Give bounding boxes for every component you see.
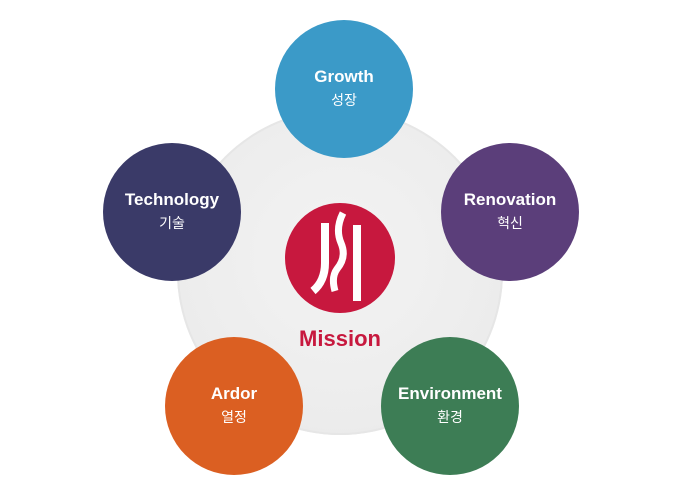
node-growth-subtitle: 성장 <box>331 93 357 109</box>
node-renovation: Renovation 혁신 <box>441 143 579 281</box>
node-technology-subtitle: 기술 <box>159 216 185 232</box>
node-growth-title: Growth <box>314 67 374 86</box>
node-renovation-subtitle: 혁신 <box>497 216 523 232</box>
node-technology-title: Technology <box>124 190 220 209</box>
node-technology: Technology 기술 <box>103 143 241 281</box>
node-ardor: Ardor 열정 <box>165 337 303 475</box>
node-environment-subtitle: 환경 <box>437 410 463 426</box>
node-ardor-subtitle: 열정 <box>221 410 247 426</box>
node-growth: Growth 성장 <box>275 20 413 158</box>
mission-logo-icon <box>285 203 395 313</box>
node-ardor-title: Ardor <box>210 384 258 403</box>
node-renovation-title: Renovation <box>463 190 557 209</box>
node-environment: Environment 환경 <box>381 337 519 475</box>
mission-label: Mission <box>299 326 381 351</box>
node-environment-title: Environment <box>398 384 502 403</box>
